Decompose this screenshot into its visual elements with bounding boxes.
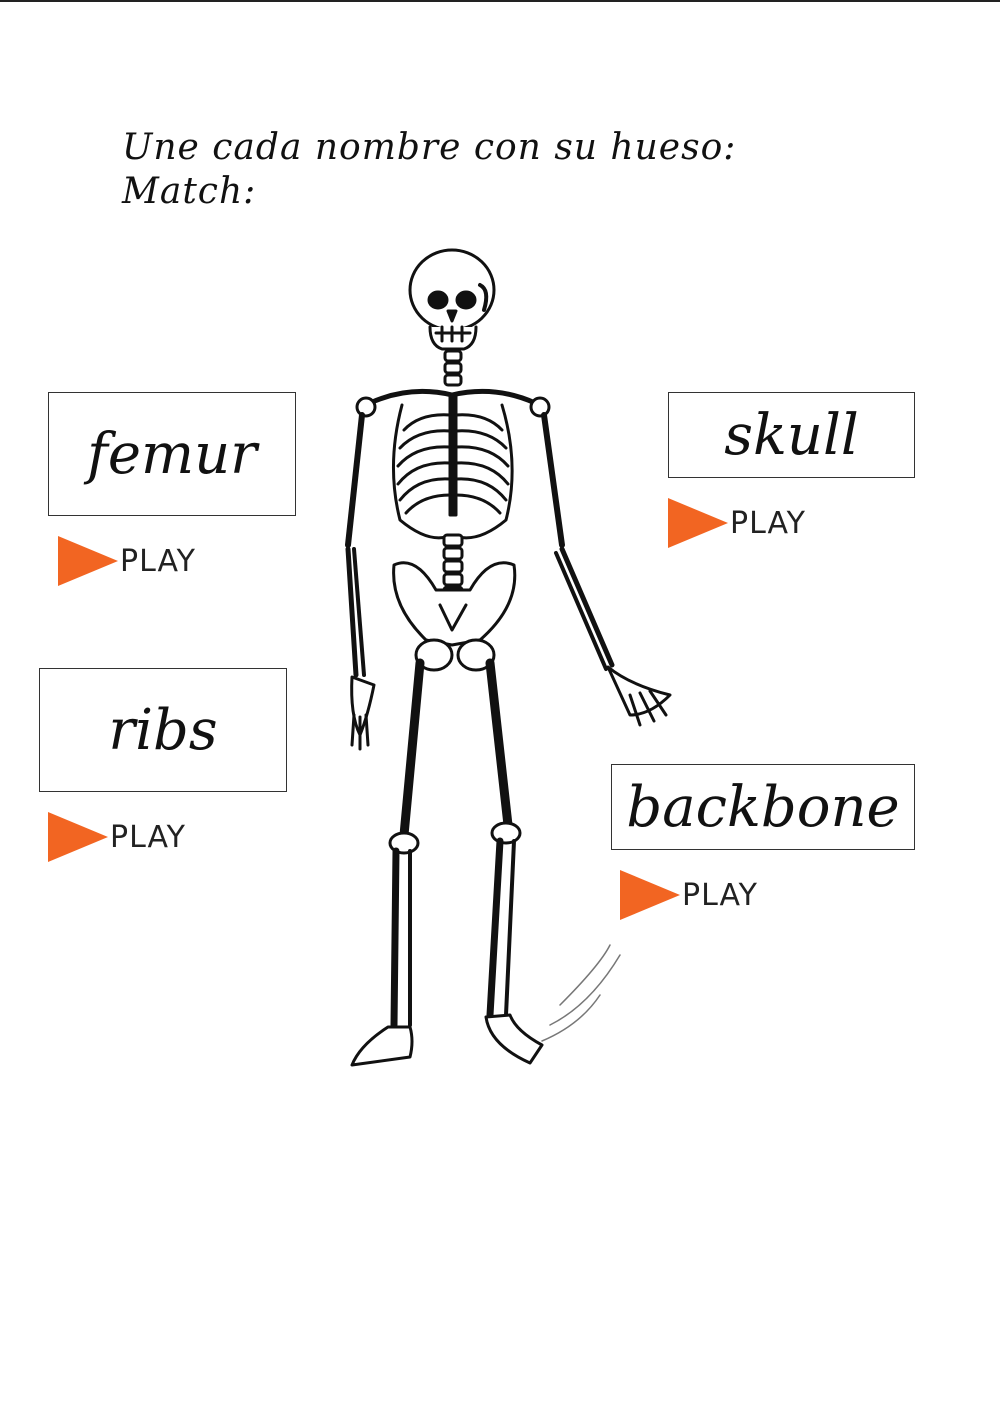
play-button-femur[interactable]: PLAY [58, 536, 196, 586]
top-border-line [0, 0, 1000, 2]
skull-bone [408, 248, 496, 351]
word-box-skull[interactable]: skull [668, 392, 915, 478]
left-arm-bones [345, 412, 376, 751]
instructions: Une cada nombre con su hueso: Match: [122, 126, 736, 214]
skeleton-illustration [345, 248, 672, 1067]
play-icon [668, 498, 728, 548]
right-leg-bones [484, 658, 544, 1065]
play-button-ribs[interactable]: PLAY [48, 812, 186, 862]
rib-cage [391, 393, 514, 540]
word-box-femur[interactable]: femur [48, 392, 296, 516]
play-label: PLAY [120, 543, 197, 579]
play-icon [48, 812, 108, 862]
left-leg-bones [350, 658, 425, 1067]
play-label: PLAY [110, 819, 187, 855]
play-button-backbone[interactable]: PLAY [620, 870, 758, 920]
play-button-skull[interactable]: PLAY [668, 498, 806, 548]
right-arm-bones [541, 412, 672, 727]
play-icon [58, 536, 118, 586]
play-label: PLAY [730, 505, 807, 541]
word-box-backbone[interactable]: backbone [611, 764, 915, 850]
instruction-english: Match: [122, 171, 257, 212]
spine-bone [442, 533, 464, 600]
neck-vertebrae [443, 349, 463, 387]
shadow [541, 944, 621, 1042]
play-label: PLAY [682, 877, 759, 913]
femur-bone [399, 658, 425, 840]
instruction-spanish: Une cada nombre con su hueso: [122, 127, 737, 168]
word-box-ribs[interactable]: ribs [39, 668, 287, 792]
pelvis-bone [392, 561, 517, 672]
play-icon [620, 870, 680, 920]
